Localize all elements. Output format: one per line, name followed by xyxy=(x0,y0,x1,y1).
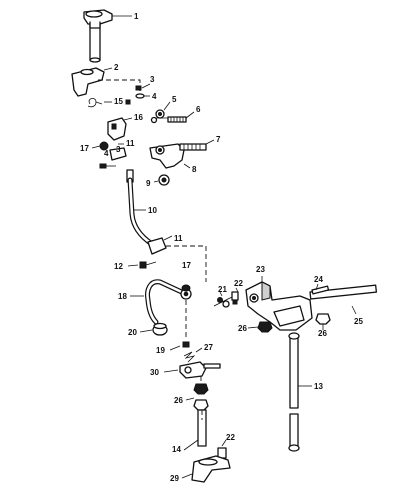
part-14-vertical-rod xyxy=(197,409,207,447)
part-25-long-shaft xyxy=(309,284,378,300)
callout-26a: 26 xyxy=(238,324,247,333)
callout-16: 16 xyxy=(134,113,143,122)
part-22-pin-upper xyxy=(231,291,239,305)
part-8-link-block xyxy=(149,143,185,169)
callout-14: 14 xyxy=(172,445,181,454)
callout-29: 29 xyxy=(170,474,179,483)
callout-17a: 17 xyxy=(80,144,89,153)
part-24-pin xyxy=(311,285,330,295)
part-6-threaded-stud xyxy=(167,116,187,123)
part-13-vertical-link xyxy=(288,332,300,452)
part-7-threaded-rod xyxy=(179,143,207,151)
callout-4a: 4 xyxy=(152,92,157,101)
callout-26c: 26 xyxy=(174,396,183,405)
callout-30: 30 xyxy=(150,368,159,377)
callout-11a: 11 xyxy=(126,139,135,148)
callout-25: 25 xyxy=(354,317,363,326)
part-23-housing xyxy=(245,281,313,331)
callout-6: 6 xyxy=(196,105,201,114)
callout-23: 23 xyxy=(256,265,265,274)
part-26-nut-left xyxy=(257,321,273,333)
part-3-screw-b xyxy=(99,163,116,169)
part-19-pin xyxy=(182,341,190,348)
callout-17b: 17 xyxy=(182,261,191,270)
part-4-washer xyxy=(135,93,145,99)
callout-8: 8 xyxy=(192,165,197,174)
callout-2: 2 xyxy=(114,63,119,72)
callout-4b: 4 xyxy=(104,149,109,158)
callout-10: 10 xyxy=(148,206,157,215)
callout-15: 15 xyxy=(114,97,123,106)
part-20-ball-joint xyxy=(152,322,168,336)
part-15-spring-clip xyxy=(87,98,103,108)
callout-3b: 3 xyxy=(116,145,121,154)
part-11-swivel-lower xyxy=(147,237,167,255)
callout-24: 24 xyxy=(314,275,323,284)
callout-21: 21 xyxy=(218,285,227,294)
part-12-screw xyxy=(139,261,157,269)
part-9-nut xyxy=(158,174,170,186)
part-2-lever xyxy=(71,67,105,97)
callout-7: 7 xyxy=(216,135,221,144)
part-29-bottom-lever xyxy=(191,455,231,483)
callout-11b: 11 xyxy=(174,234,183,243)
part-16-bracket xyxy=(107,117,127,141)
part-dark-connector-a xyxy=(181,284,191,292)
callout-20: 20 xyxy=(128,328,137,337)
callout-22a: 22 xyxy=(234,279,243,288)
callout-27: 27 xyxy=(204,343,213,352)
callout-12: 12 xyxy=(114,262,123,271)
callout-9: 9 xyxy=(146,179,151,188)
part-26-nuts-lower xyxy=(193,383,209,411)
callout-22b: 22 xyxy=(226,433,235,442)
part-27-spring xyxy=(183,351,196,363)
callout-18: 18 xyxy=(118,292,127,301)
callout-13: 13 xyxy=(314,382,323,391)
part-11-swivel xyxy=(109,147,127,161)
part-18-bent-rod xyxy=(145,279,192,325)
part-1-shaft-lever xyxy=(83,9,113,63)
callout-19: 19 xyxy=(156,346,165,355)
callout-1: 1 xyxy=(134,12,139,21)
callout-5: 5 xyxy=(172,95,177,104)
part-3-screw xyxy=(135,85,142,91)
callout-3a: 3 xyxy=(150,75,155,84)
part-30-lever-arm xyxy=(179,361,221,379)
part-small-pin xyxy=(125,99,131,105)
callout-26b: 26 xyxy=(318,329,327,338)
part-26-nut-right xyxy=(315,313,331,325)
part-21-pin xyxy=(213,295,235,308)
